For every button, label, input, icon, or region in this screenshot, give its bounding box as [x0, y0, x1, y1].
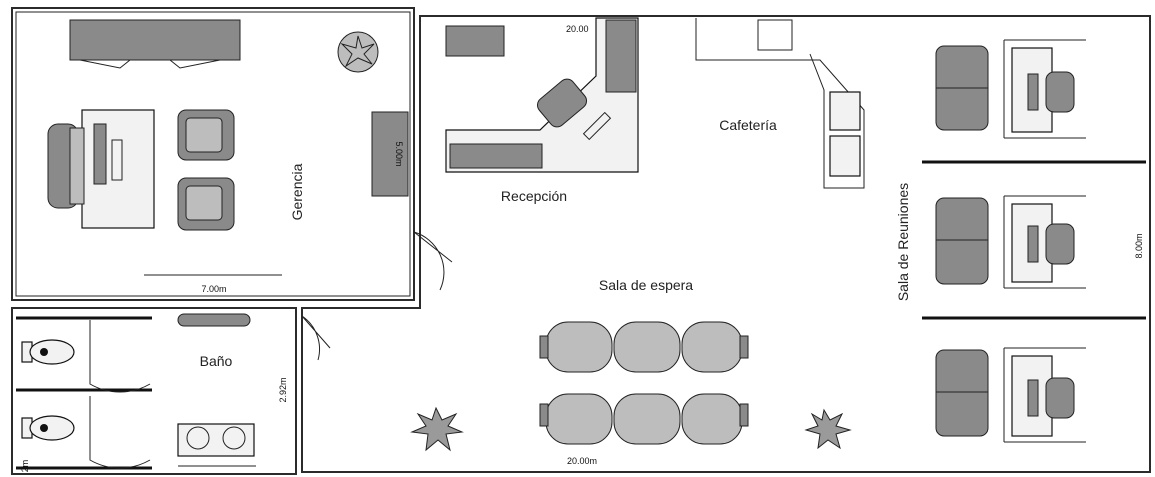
bookshelf: [69, 19, 241, 61]
manager-chair-arm: [69, 127, 85, 205]
bano-room: Baño 2.92m 2m: [16, 313, 288, 473]
recepcion-label: Recepción: [501, 188, 567, 204]
cafeteria-fridge: [757, 19, 793, 51]
reception-back-cabinet: [605, 19, 637, 93]
cafeteria-sink-1: [829, 91, 861, 131]
reception-keyboard: [582, 111, 612, 141]
meeting-room-2: [935, 195, 1086, 289]
waiting-seat-row-2: [539, 393, 749, 445]
waiting-seat-row-1: [539, 321, 749, 373]
stall-door-1: [89, 320, 151, 393]
sala-reuniones-area: Sala de Reuniones 8.00m: [895, 39, 1146, 443]
reuniones-height-dim: 8.00m: [1134, 233, 1144, 258]
bano-height-dim: 2.92m: [278, 377, 288, 402]
recepcion-area: 20.00 Recepción: [445, 17, 639, 204]
plant-waiting-left: [410, 406, 464, 452]
gerencia-room: 5.00m Gerencia 7.00m: [47, 19, 409, 294]
cafeteria-sink-2: [829, 135, 861, 177]
guest-chair-1: [177, 109, 235, 161]
guest-chair-2: [177, 177, 235, 231]
cabinet: [371, 111, 409, 197]
door-bano: [301, 315, 331, 361]
manager-desk: [81, 109, 155, 229]
sala-espera-label: Sala de espera: [599, 277, 693, 293]
bano-sinks: [177, 423, 256, 467]
stall-door-2: [89, 396, 151, 469]
gerencia-walls: [11, 7, 415, 301]
bottom-width-dim: 20.00m: [567, 456, 597, 466]
reception-bench: [449, 143, 543, 169]
bano-corner-dim: 2m: [20, 460, 30, 473]
bano-shelf: [177, 313, 251, 327]
gerencia-inner-wall: [15, 11, 411, 297]
cafeteria-counter: [695, 18, 865, 189]
meeting-room-1: [935, 39, 1086, 139]
toilet-2: [21, 415, 75, 441]
toilet-1: [21, 339, 75, 365]
meeting-room-3: [935, 347, 1086, 443]
gerencia-label: Gerencia: [289, 163, 305, 220]
recepcion-top-dim: 20.00: [566, 24, 589, 34]
manager-monitor: [93, 123, 107, 185]
gerencia-cabinet-dim: 5.00m: [394, 141, 404, 166]
walls: [11, 7, 1151, 475]
gerencia-width-dim: 7.00m: [201, 284, 226, 294]
sala-reuniones-label: Sala de Reuniones: [895, 183, 911, 301]
sala-espera-area: Sala de espera 20.00m: [410, 277, 852, 466]
plant-waiting-right: [804, 408, 852, 450]
bookshelf-shadow: [79, 59, 221, 69]
main-hall-walls: [301, 15, 1151, 473]
cafeteria-area: Cafetería: [695, 18, 865, 189]
cafeteria-label: Cafetería: [719, 117, 777, 133]
manager-keyboard: [111, 139, 123, 181]
recepcion-cabinet: [445, 25, 505, 57]
bano-walls: [11, 307, 297, 475]
plant-gerencia: [337, 31, 379, 73]
reception-chair: [536, 78, 588, 128]
bano-label: Baño: [200, 353, 233, 369]
door-gerencia: [413, 231, 453, 291]
